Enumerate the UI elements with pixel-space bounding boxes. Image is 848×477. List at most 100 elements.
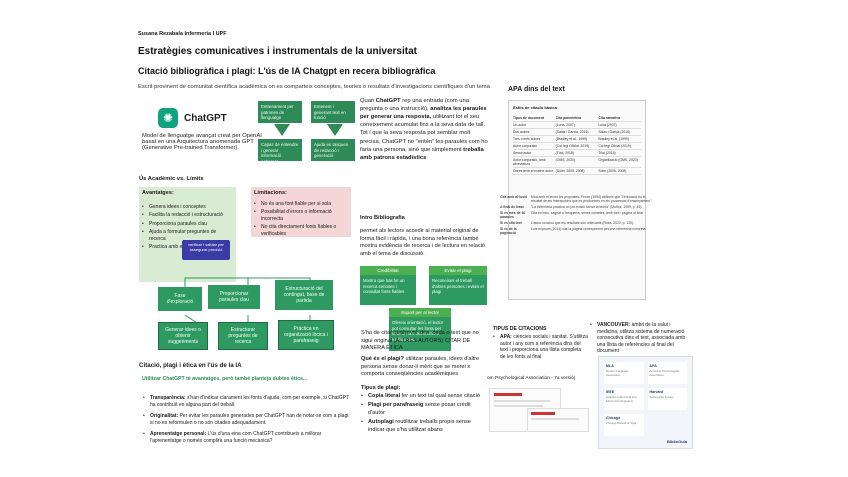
ethics-item-title: Originalitat: xyxy=(150,413,179,419)
apa-type-item: APA: ciències socials i sanitat. S'utili… xyxy=(493,334,588,362)
model-description: Model de llenguatge avançat creat per Op… xyxy=(142,133,262,151)
plagiarism-definition: Què és el plagi? utilitzar paraules, ide… xyxy=(361,356,486,379)
arrow-down-icon xyxy=(327,124,343,136)
apa-table-cell: (Bradley et al., 1999) xyxy=(555,137,588,141)
apa-table-cell: Obres amb el mateix autor xyxy=(513,169,553,173)
apa-table-cell: (Luna, 2007) xyxy=(555,123,575,127)
flow-bottom-1: Generar idees o obtenir suggeriments xyxy=(158,322,208,350)
apa-table-row: Autor corporatiu(Col·legi Oficial, 2019)… xyxy=(513,143,641,150)
ethics-subheading: Utilitzar ChatGPT té avantatges, però ta… xyxy=(142,376,308,382)
credibility-body: Mostra que has fet un recerca serioses i… xyxy=(360,275,416,305)
apa-note-value: "La infermeria pràctica no pot existir s… xyxy=(531,205,643,209)
ethics-item: Aprenentatge personal: L'ús d'una eina c… xyxy=(143,431,353,444)
openai-icon: ✺ xyxy=(158,108,178,128)
section-heading-use-limits: Ús Acadèmic vs. Límits xyxy=(139,176,204,182)
advantage-item: Facilita la redacció i estructuració xyxy=(142,212,233,219)
ethics-item-title: Aprenentatge personal: xyxy=(150,431,207,437)
author-line: Susana Rezabala Infermeria I UPF xyxy=(138,31,227,37)
chatgpt-box-2: Entenent i generant text en funció xyxy=(311,101,355,123)
verify-badge: verificar i validar per assegurar precis… xyxy=(182,240,230,260)
apa-table-row: Sense autor (Títol, 2018) Títol (2018) xyxy=(513,150,641,157)
apa-note-value: Mira amb el lector les propostes, Ferrer… xyxy=(531,195,653,203)
limitations-box: Limitacions: No és una font fiable per s… xyxy=(251,187,351,237)
apa-note-key: Si és de la paginació xyxy=(500,227,517,235)
flow-bottom-3: Pràctica en organització lòcica i parafr… xyxy=(278,320,334,350)
chatgpt-paragraph: Quan ChatGPT rep una entrada (com una pr… xyxy=(360,98,488,161)
ethics-item-text: s'han d'indicar clarament les fonts d'aj… xyxy=(150,395,349,408)
plagiarism-type: Autoplagi reutilitzar treballs propis se… xyxy=(361,419,486,434)
page-subtitle: Citació bibliogràfica i plagi: L'ús de I… xyxy=(138,66,436,76)
citation-style-desc: Institute of Electrical and Electronics … xyxy=(606,395,637,403)
apa-table-cell: Organització (OMS, 2020) xyxy=(598,158,638,162)
ethics-item-text: Per evitar les paraules generades per Ch… xyxy=(150,413,349,426)
chatgpt-logo-text: ChatGPT xyxy=(184,112,227,124)
apa-note-key: Si és cita text xyxy=(500,221,522,225)
chatgpt-box-4: Ajuda en tasques de redacció i generació xyxy=(311,139,355,161)
apa-table-cell: Cita narrativa xyxy=(598,116,621,120)
ethics-item-title: Transparència: xyxy=(150,395,186,401)
intro-biblio-text: permet als lectors accedir al material o… xyxy=(360,228,485,257)
apa-table-cell: Tres o més autors xyxy=(513,137,541,141)
apa-table-cell: Autor corporatiu xyxy=(513,144,538,148)
flow-top-2: Proporcionar paraules clau xyxy=(208,285,260,309)
apa-table-cell: Bradley et al. (1999) xyxy=(598,137,629,141)
apa-table-cell: Salas i Garcia (2016) xyxy=(598,130,631,134)
flow-top-1: Fase d'exploració xyxy=(158,287,202,311)
apa-table-cell: Luna (2007) xyxy=(598,123,617,127)
citation-style-name: Chicago xyxy=(606,416,621,420)
advantage-item: Ajuda a formular preguntes de recerca xyxy=(142,229,233,242)
citation-style-name: IEEE xyxy=(606,390,615,394)
section-heading-ethics: Citació, plagi i ètica en l'ús de la IA xyxy=(139,362,242,369)
citation-style-name: MLA xyxy=(606,364,614,368)
plagiarism-type: Copia literal fer un text tal qual sense… xyxy=(361,393,486,401)
apa-note-value: Cita en bloc, sagnat a l'esquerra, sense… xyxy=(531,211,644,215)
vancouver-type-item: VANCOUVER: àmbit de la salut i medicina,… xyxy=(590,322,690,357)
apa-example-screenshot-2 xyxy=(527,408,589,432)
advantages-box: Avantatges: Genera idees i conceptes Fac… xyxy=(139,187,236,282)
plagiarism-types-title: Tipus de plagi: xyxy=(361,385,401,391)
limitation-item: No cita directament fonts fiables o veri… xyxy=(254,224,348,237)
apa-citation-table: Estils de citació bàsica Tipus de docume… xyxy=(508,100,646,300)
avoid-plagiarism-card: Evitar el plagi Reconeixes el treball d'… xyxy=(429,266,487,305)
page-title: Estratègies comunicatives i instrumental… xyxy=(138,46,417,57)
apa-table-cell: (Soler, 2005, 2008) xyxy=(555,169,585,173)
apa-table-cell: Dos autors xyxy=(513,130,530,134)
reader-support-card: Suport per al lector Ofereix orientació,… xyxy=(389,308,451,351)
chatgpt-logo: ✺ ChatGPT xyxy=(158,105,258,131)
apa-table-row: Dos autors (Salas i Garcia, 2016) Salas i … xyxy=(513,129,641,136)
apa-table-cell: Col·legi Oficial (2019) xyxy=(598,144,631,148)
apa-table-cell: (Títol, 2018) xyxy=(555,151,574,155)
apa-table-cell: Títol (2018) xyxy=(598,151,616,155)
ethics-item: Originalitat: Per evitar les paraules ge… xyxy=(143,413,353,426)
citation-style-desc: Chicago Manual of Style xyxy=(606,421,637,425)
apa-table-cell: Tipus de document xyxy=(513,116,545,120)
apa-note-key: Si és més de 40 paraules xyxy=(500,211,526,219)
flow-bottom-2: Estructurar preguntes de recerca xyxy=(218,322,268,350)
citation-types-heading: TIPUS DE CITACIONS xyxy=(493,326,547,332)
citation-style-name: APA xyxy=(649,364,657,368)
apa-note-key: Cita amb al·lusió xyxy=(500,195,528,199)
ethics-list: Transparència: s'han d'indicar clarament… xyxy=(143,395,353,446)
chatgpt-box-3: Capaz de entendre i generar informació c… xyxy=(258,139,302,164)
apa-table-row: Un autor(Luna, 2007)Luna (2007) xyxy=(513,122,641,129)
intro-biblio-title: Intro Bibliografia xyxy=(360,215,405,221)
plagiarism-types: Tipus de plagi: Copia literal fer un tex… xyxy=(361,385,486,436)
apa-table-row: Obres amb el mateix autor(Soler, 2005, 2… xyxy=(513,168,641,175)
middle-column: Quan ChatGPT rep una entrada (com una pr… xyxy=(360,97,488,164)
apa-table-cell: Sense autor xyxy=(513,151,532,155)
advantage-item: Proporciona paraules clau xyxy=(142,221,233,228)
apa-note-row: A final de frase"La infermeria pràctica … xyxy=(500,205,655,209)
apa-table-cell: Cita parentètica xyxy=(555,116,582,120)
apa-version-caption: om Psychological Association - 7a versió… xyxy=(487,376,576,381)
reader-support-body: Ofereix orientació, el lector pot consul… xyxy=(389,317,451,351)
credibility-label: Credibilitat xyxy=(360,266,416,275)
apa-table-cell: (Salas i Garcia, 2016) xyxy=(555,130,589,134)
citation-style-desc: Author-date system xyxy=(649,395,674,399)
